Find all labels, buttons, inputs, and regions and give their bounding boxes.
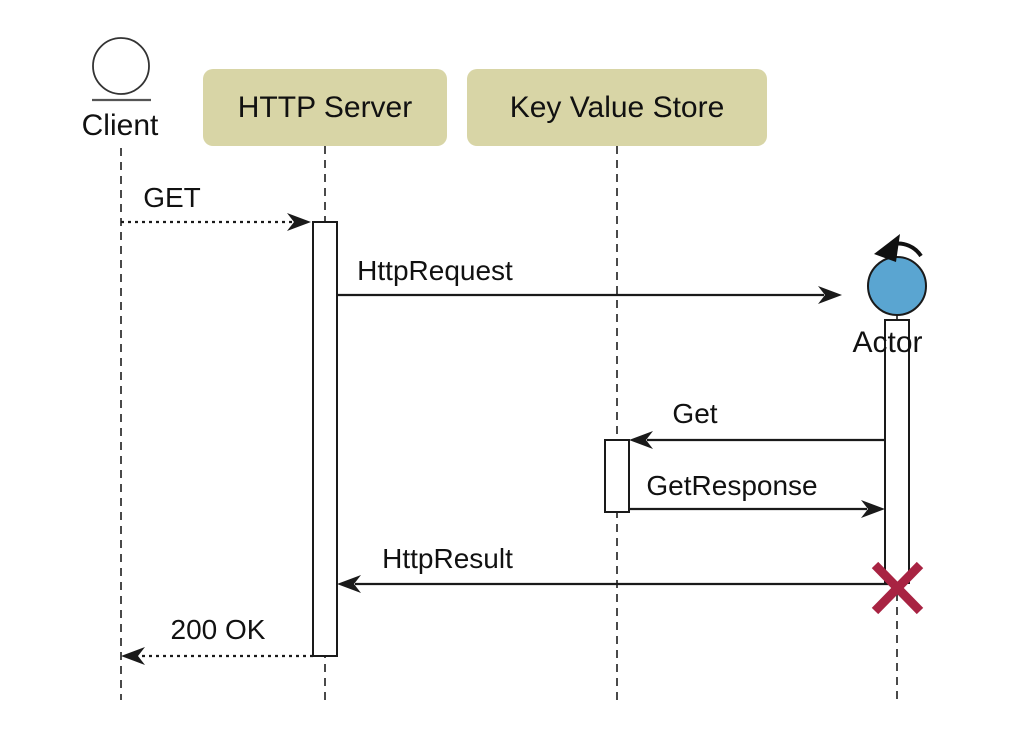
message-arrow-httprequest [337, 286, 842, 304]
activation-bar-kv-store [604, 439, 630, 513]
new-actor-icon [867, 234, 927, 316]
message-label-httprequest: HttpRequest [357, 255, 513, 286]
message-arrow-getresponse [629, 500, 885, 518]
message-arrow-200-ok [121, 647, 313, 665]
message-label-getresponse: GetResponse [646, 470, 818, 501]
message-arrow-get-request [121, 213, 311, 231]
message-label-httpresult: HttpResult [382, 543, 513, 574]
message-label-get-request: GET [143, 182, 201, 213]
message-arrow-get [629, 431, 885, 449]
participant-http-server: HTTP Server [203, 69, 447, 146]
message-label-get: Get [672, 398, 718, 429]
message-label-200-ok: 200 OK [170, 614, 266, 645]
participant-kv-store: Key Value Store [467, 69, 767, 146]
activation-bar-actor [884, 319, 910, 584]
destroy-x-icon [871, 561, 924, 615]
activation-bar-http-server [312, 221, 338, 657]
participant-label-client: Client [81, 109, 159, 142]
participant-label-kv-store: Key Value Store [509, 90, 725, 124]
participant-label-http-server: HTTP Server [237, 90, 413, 124]
participant-label-actor: Actor [852, 326, 923, 359]
entity-circle-icon [92, 37, 151, 102]
message-arrow-httpresult [337, 575, 897, 593]
